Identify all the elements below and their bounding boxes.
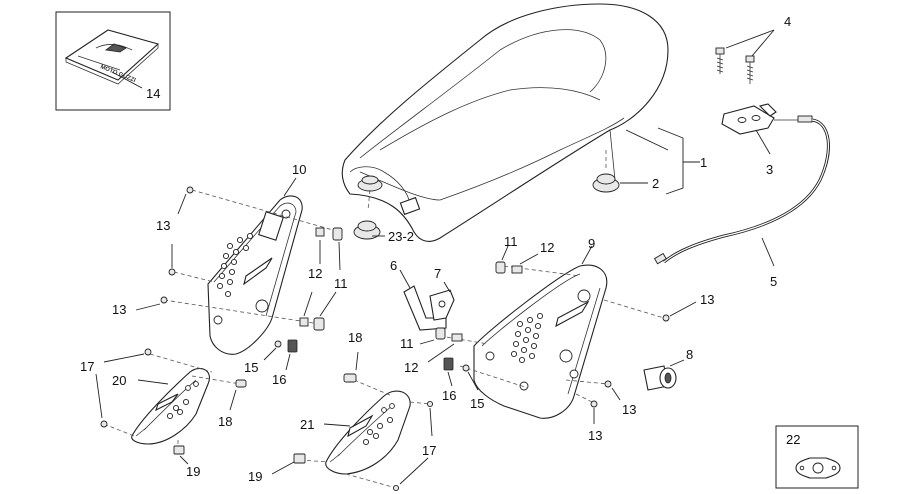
- part-10-left-side-panel: 10: [207, 162, 306, 355]
- right-panel-top-fixings: 11 12: [495, 234, 554, 274]
- right-panel-screws-13: 13 13 13: [588, 292, 714, 443]
- part-21-right-heel-guard: 21: [299, 379, 431, 489]
- part-8-lock-barrel: 8: [643, 347, 693, 391]
- part-20-left-heel-guard: 20: [103, 353, 241, 445]
- part-1-seat: 1: [341, 3, 707, 242]
- left-panel-screws-13: 13 13: [112, 186, 194, 317]
- callout-23-2: 23-2: [388, 229, 414, 244]
- callout-22: 22: [786, 432, 800, 447]
- callout-12-c: 12: [404, 360, 418, 375]
- right-panel-grommet-15-16: 16 15: [442, 357, 484, 411]
- callout-11-b: 11: [504, 234, 518, 249]
- callout-11-a: 11: [334, 276, 348, 291]
- right-panel-assembly-lines: [439, 265, 665, 405]
- callout-16-a: 16: [272, 372, 286, 387]
- callout-12-b: 12: [540, 240, 554, 255]
- right-guard-spacer-18: 18: [343, 330, 362, 383]
- part-seat-buffers: [357, 150, 607, 211]
- callout-13-d: 13: [622, 402, 636, 417]
- callout-19-b: 19: [248, 469, 262, 484]
- callout-19-a: 19: [186, 464, 200, 479]
- left-panel-assembly-lines: [163, 189, 341, 325]
- callout-18-b: 18: [348, 330, 362, 345]
- callout-21: 21: [300, 417, 314, 432]
- callout-11-c: 11: [400, 336, 414, 351]
- callout-13-e: 13: [588, 428, 602, 443]
- callout-1: 1: [700, 155, 707, 170]
- callout-17-b: 17: [422, 443, 436, 458]
- left-guard-screws-17: 17: [80, 348, 152, 428]
- callout-18-a: 18: [218, 414, 232, 429]
- part-3-seat-lock: 3: [721, 103, 813, 177]
- callout-17-a: 17: [80, 359, 94, 374]
- callout-13-c: 13: [700, 292, 714, 307]
- callout-2: 2: [652, 176, 659, 191]
- part-5-cable: 5: [653, 118, 830, 289]
- callout-3: 3: [766, 162, 773, 177]
- callout-13-b: 13: [112, 302, 126, 317]
- callout-7: 7: [434, 266, 441, 281]
- callout-6: 6: [390, 258, 397, 273]
- eagle-logo-icon: [104, 43, 127, 53]
- callout-12-a: 12: [308, 266, 322, 281]
- part-22-box: 22: [775, 425, 859, 489]
- callout-10: 10: [292, 162, 306, 177]
- part-14-box: MOTO GUZZI 14: [55, 11, 171, 111]
- callout-8: 8: [686, 347, 693, 362]
- callout-15-b: 15: [470, 396, 484, 411]
- part-2-buffer: 2: [592, 173, 659, 193]
- part-7-clip: 7: [429, 266, 455, 321]
- callout-16-b: 16: [442, 388, 456, 403]
- callout-14: 14: [146, 86, 160, 101]
- callout-20: 20: [112, 373, 126, 388]
- left-panel-grommet-15-16: 15 16: [244, 339, 298, 387]
- part-23-2-buffer: 23-2: [353, 220, 414, 244]
- callout-5: 5: [770, 274, 777, 289]
- part-9-right-side-panel: 9: [473, 236, 608, 419]
- left-guard-spacer-18: 18: [218, 379, 247, 429]
- left-panel-fixings: 12 11: [299, 227, 348, 331]
- callout-4: 4: [784, 14, 791, 29]
- callout-15-a: 15: [244, 360, 258, 375]
- right-guard-screws-17: 17: [392, 400, 436, 492]
- part-4-bolts: 4: [715, 14, 791, 84]
- right-guard-bolt-19: 19: [248, 453, 306, 484]
- right-panel-mid-fixings: 11 12: [400, 327, 463, 375]
- callout-13-a: 13: [156, 218, 170, 233]
- left-guard-bolt-19: 19: [173, 440, 200, 479]
- callout-9: 9: [588, 236, 595, 251]
